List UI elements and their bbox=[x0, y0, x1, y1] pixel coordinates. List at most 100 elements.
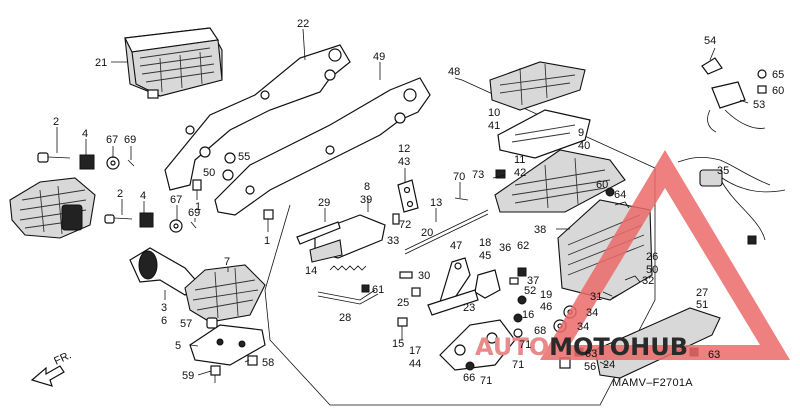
part-32-clip bbox=[624, 275, 641, 283]
callout: 62 bbox=[517, 240, 529, 252]
callout: 21 bbox=[95, 57, 107, 69]
callout: 73 bbox=[472, 169, 484, 181]
callout: 2 bbox=[117, 188, 123, 200]
callout: 41 bbox=[488, 120, 500, 132]
callout: 1 bbox=[195, 201, 201, 213]
part-31-clip bbox=[611, 292, 623, 299]
callout: 33 bbox=[387, 235, 399, 247]
part-69-cotter-b bbox=[190, 221, 197, 229]
callout: 2 bbox=[53, 116, 59, 128]
direction-arrow-icon bbox=[30, 365, 65, 387]
callout: 71 bbox=[512, 359, 524, 371]
part-61-nut bbox=[361, 284, 370, 293]
callout: 52 bbox=[524, 285, 536, 297]
part-4-spring-a bbox=[79, 154, 95, 170]
part-59-bolt bbox=[210, 365, 221, 383]
callout: 68 bbox=[534, 325, 546, 337]
callout: 56 bbox=[584, 361, 596, 373]
callout: 24 bbox=[603, 359, 615, 371]
callout: 61 bbox=[372, 284, 384, 296]
callout: 5 bbox=[175, 340, 181, 352]
part-3-bracket bbox=[129, 247, 201, 296]
watermark-text: AUTOMOTOHUB bbox=[475, 333, 688, 361]
callout: 55 bbox=[238, 151, 250, 163]
callout: 67 bbox=[106, 134, 118, 146]
part-5-plate bbox=[189, 324, 266, 366]
callout: 67 bbox=[170, 194, 182, 206]
callout: 1 bbox=[264, 235, 270, 247]
callout: 26 bbox=[646, 251, 658, 263]
callout: 18 bbox=[479, 237, 491, 249]
callout: 43 bbox=[398, 156, 410, 168]
part-73-nut bbox=[495, 169, 506, 179]
callout: 44 bbox=[409, 358, 421, 370]
callout: 3 bbox=[161, 302, 167, 314]
callout: 6 bbox=[161, 315, 167, 327]
callout: 63 bbox=[708, 349, 720, 361]
part-22-frame-rail bbox=[164, 44, 351, 191]
callout: 64 bbox=[614, 189, 626, 201]
callout: 54 bbox=[704, 35, 716, 47]
callout: 53 bbox=[753, 99, 765, 111]
part-19-washer bbox=[517, 295, 527, 305]
callout: 69 bbox=[124, 134, 136, 146]
callout: 38 bbox=[534, 224, 546, 236]
part-27-lower-bar bbox=[594, 307, 721, 379]
part-9-step bbox=[494, 149, 626, 213]
callout: 13 bbox=[430, 197, 442, 209]
part-37-bolt bbox=[509, 277, 519, 285]
part-35-cable bbox=[677, 156, 786, 245]
callout: 58 bbox=[262, 357, 274, 369]
callout: 48 bbox=[448, 66, 460, 78]
callout: 35 bbox=[717, 165, 729, 177]
part-60-bolt-b bbox=[605, 187, 615, 197]
part-60-bolt bbox=[757, 85, 767, 94]
watermark-suffix: MOTOHUB bbox=[549, 333, 688, 361]
part-69-cotter-a bbox=[127, 159, 135, 167]
callout: 23 bbox=[463, 302, 475, 314]
callout: 22 bbox=[297, 18, 309, 30]
part-66-nut bbox=[465, 361, 475, 371]
part-72-clip bbox=[392, 213, 400, 225]
assembly-outline-lead bbox=[454, 77, 463, 81]
callout: 34 bbox=[577, 321, 589, 333]
callout: 59 bbox=[182, 370, 194, 382]
callout: 10 bbox=[488, 107, 500, 119]
callout: 37 bbox=[527, 275, 539, 287]
callout: 49 bbox=[373, 51, 385, 63]
part-55-bushings bbox=[199, 146, 236, 181]
callout: 17 bbox=[409, 345, 421, 357]
part-62-nut bbox=[517, 267, 527, 277]
part-57-collar bbox=[206, 317, 218, 329]
part-23-arm bbox=[427, 289, 479, 316]
callout: 57 bbox=[180, 318, 192, 330]
part-28-rod bbox=[317, 289, 379, 305]
part-8-bracket bbox=[296, 214, 386, 263]
callout: 39 bbox=[360, 194, 372, 206]
callout: 9 bbox=[578, 127, 584, 139]
callout: 50 bbox=[646, 264, 658, 276]
leader-lines bbox=[56, 28, 749, 376]
part-13-rod bbox=[404, 209, 489, 255]
part-11-step-plate bbox=[497, 109, 591, 159]
callout: 27 bbox=[696, 287, 708, 299]
direction-indicator: FR. bbox=[30, 349, 73, 387]
callout: 11 bbox=[514, 154, 525, 166]
callout: 4 bbox=[140, 190, 146, 202]
part-64-clip bbox=[614, 201, 630, 209]
callout: 50 bbox=[203, 167, 215, 179]
callout: 63 bbox=[585, 348, 597, 360]
part-2-pin-b bbox=[104, 214, 133, 224]
callout: 40 bbox=[578, 140, 590, 152]
part-10-step-pad bbox=[489, 61, 586, 111]
callout: 7 bbox=[224, 256, 230, 268]
callout: 25 bbox=[397, 297, 409, 309]
callout: 32 bbox=[642, 275, 654, 287]
part-18-bracket bbox=[474, 269, 501, 299]
callout: 31 bbox=[590, 291, 602, 303]
part-2-pin-a bbox=[37, 152, 71, 163]
part-49-frame-rail bbox=[214, 77, 431, 216]
callout: 29 bbox=[318, 197, 330, 209]
watermark-triangle bbox=[540, 150, 790, 360]
